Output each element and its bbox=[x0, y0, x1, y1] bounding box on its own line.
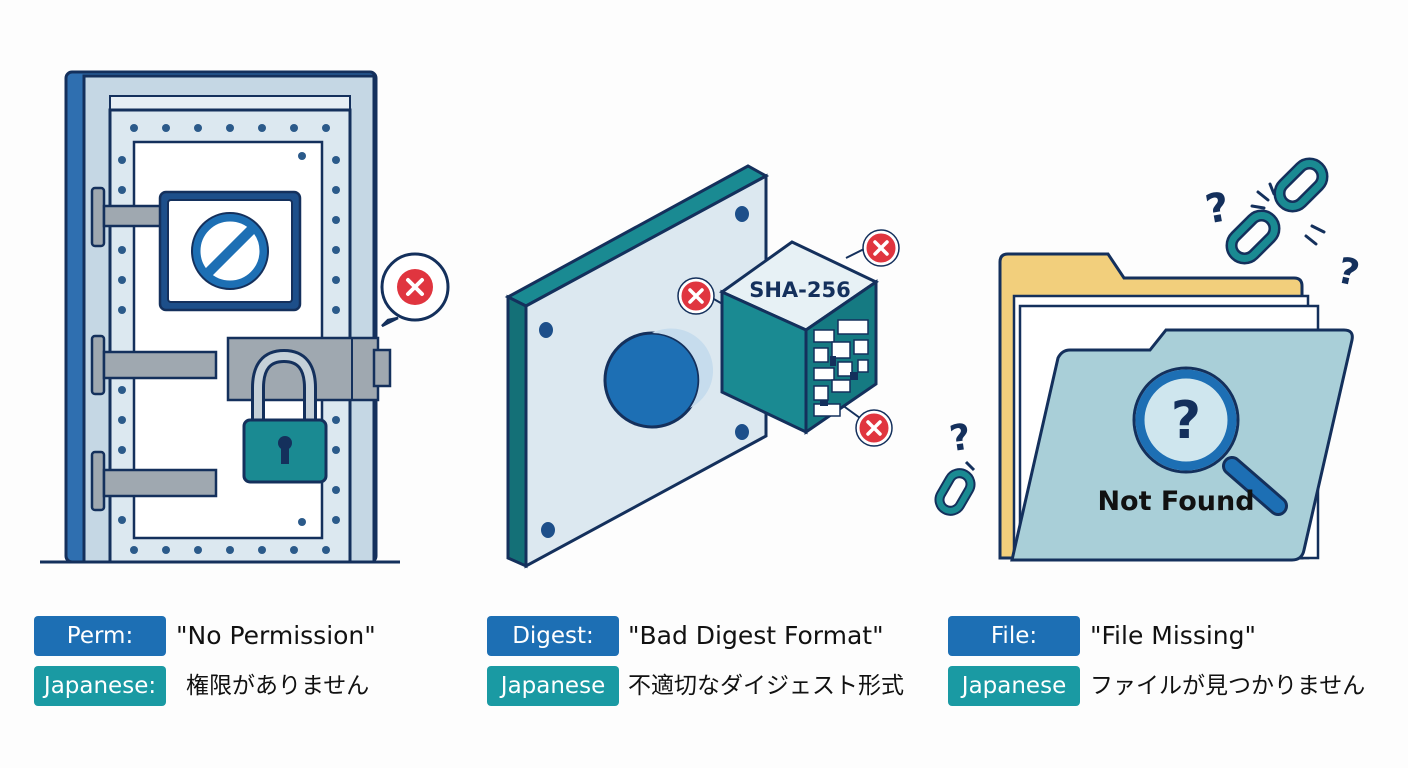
error-marker-icon bbox=[677, 277, 715, 315]
vault-door bbox=[40, 70, 450, 564]
missing-folder: ? Not Found ? ? ? bbox=[934, 157, 1363, 562]
hash-label: SHA-256 bbox=[749, 278, 851, 302]
perm-japanese-value: 権限がありません bbox=[186, 673, 370, 699]
digest-key-badge: Digest: bbox=[487, 616, 619, 656]
perm-value: "No Permission" bbox=[176, 621, 376, 650]
perm-key-badge: Perm: bbox=[34, 616, 166, 656]
broken-link-icon bbox=[1225, 157, 1329, 265]
svg-text:?: ? bbox=[1334, 250, 1363, 294]
digest-japanese-badge: Japanese bbox=[487, 666, 619, 706]
magnifier-icon: ? bbox=[1132, 366, 1288, 516]
error-marker-icon bbox=[862, 229, 900, 267]
digest-japanese-value: 不適切なダイジェスト形式 bbox=[628, 673, 904, 699]
file-japanese-badge: Japanese bbox=[948, 666, 1080, 706]
svg-text:?: ? bbox=[1202, 184, 1233, 233]
digest-plate: SHA-256 bbox=[504, 164, 900, 569]
file-key-badge: File: bbox=[948, 616, 1080, 656]
illustrations: SHA-256 bbox=[40, 70, 1363, 569]
error-marker-icon bbox=[855, 409, 893, 447]
perm-japanese-badge: Japanese: bbox=[34, 666, 166, 706]
svg-text:?: ? bbox=[1171, 391, 1201, 451]
svg-text:?: ? bbox=[947, 417, 973, 461]
broken-link-icon bbox=[934, 460, 976, 516]
folder-label: Not Found bbox=[1097, 486, 1254, 517]
digest-value: "Bad Digest Format" bbox=[628, 621, 884, 650]
file-value: "File Missing" bbox=[1090, 621, 1257, 650]
file-japanese-value: ファイルが見つかりません bbox=[1090, 673, 1366, 699]
